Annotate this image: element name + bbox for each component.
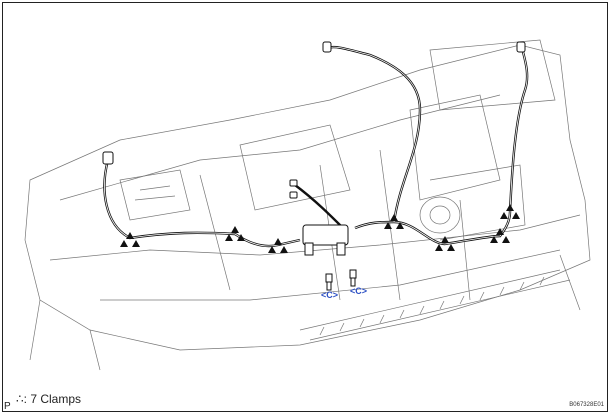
- clamp-2: [225, 226, 245, 241]
- figure-code: B067328E01: [569, 402, 604, 408]
- legend-text: 7 Clamps: [30, 392, 81, 406]
- wire-harness-inner: [104, 46, 528, 247]
- connector-block: [102, 41, 526, 256]
- bolt-callout-c-1: <C>: [321, 290, 339, 300]
- clamp-legend: ∴: 7 Clamps: [16, 392, 81, 406]
- bolt-2: [349, 269, 357, 287]
- clamp-5: [435, 236, 455, 251]
- wire-harness: [103, 45, 529, 248]
- figure-frame: [2, 2, 608, 412]
- clamps: [120, 204, 520, 253]
- page-marker: P: [4, 401, 11, 412]
- clamp-6: [490, 228, 510, 243]
- bolt-callout-c-2: <C>: [350, 286, 368, 296]
- clamp-symbol-icon: ∴: [16, 392, 24, 406]
- clamp-1: [120, 232, 140, 247]
- instrument-panel-outline: [24, 39, 591, 371]
- bolts: [325, 269, 357, 291]
- clamp-4: [384, 214, 404, 229]
- clamp-7: [500, 204, 520, 219]
- clamp-3: [268, 238, 288, 253]
- bolt-1: [325, 273, 333, 291]
